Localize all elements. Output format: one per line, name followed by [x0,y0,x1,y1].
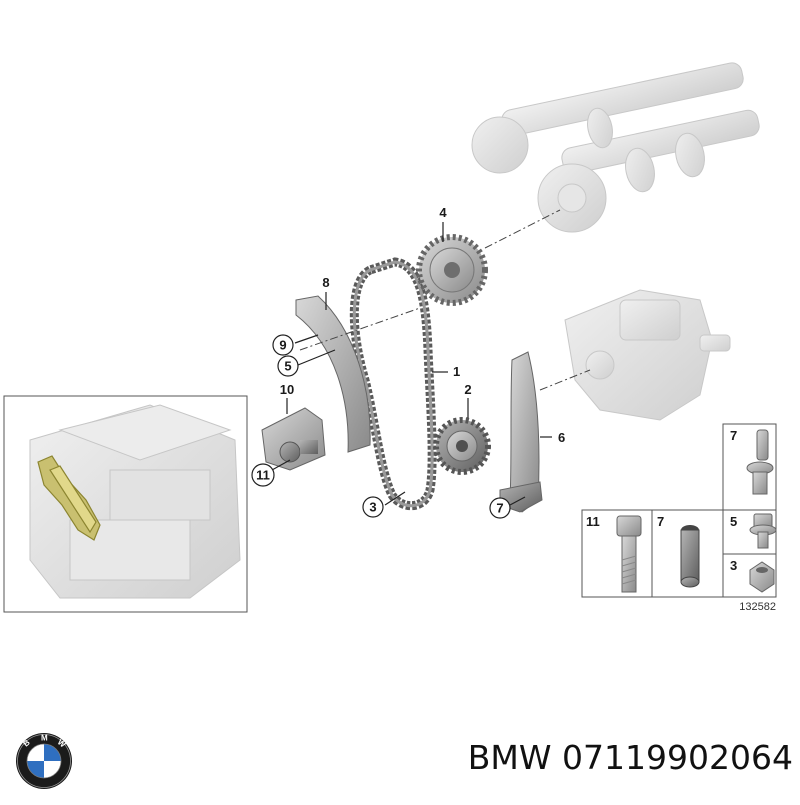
timing-chain-highlight [37,455,101,541]
circled-callout-3: 3 [362,496,384,518]
stud-bolt-icon [746,429,774,495]
callout-1: 1 [453,364,460,379]
callout-10: 10 [280,382,294,397]
engine-inset-frame [3,395,248,613]
legend-label-7-top: 7 [730,428,737,443]
circled-callout-11: 11 [251,463,275,487]
drawing-number: 132582 [739,601,776,613]
guide-rail [499,351,543,513]
tensioning-rail [295,295,371,453]
legend-label-11: 11 [586,514,600,529]
engine-block-ghost [29,404,241,599]
svg-text:W: W [56,738,68,750]
svg-text:B: B [22,738,32,749]
brand-name: BMW [467,738,552,777]
callout-7: 7 [496,501,503,516]
part-number: 07119902064 [562,738,793,777]
callout-2: 2 [464,382,471,397]
timing-chain [349,257,437,511]
hex-nut-icon [749,561,775,593]
callout-6: 6 [558,430,565,445]
bmw-logo: B M W [16,733,72,789]
hex-bolt-icon [616,515,642,593]
svg-text:M: M [41,734,48,743]
circled-callout-9: 9 [272,334,294,356]
callout-9: 9 [279,338,286,353]
part-caption: BMW 07119902064 [408,738,793,777]
pump-ghost [564,289,731,421]
callout-8: 8 [322,275,329,290]
camshaft-ghost [471,62,760,233]
circled-callout-7: 7 [489,497,511,519]
legend-label-7-mid: 7 [657,514,664,529]
callout-5: 5 [284,359,291,374]
callout-4: 4 [439,205,447,220]
leader-lines [271,222,552,506]
axis-lines [299,209,591,391]
chain-tensioner [261,407,326,471]
circled-callout-5: 5 [277,355,299,377]
camshaft-sprocket [416,234,488,306]
legend-label-5: 5 [730,514,737,529]
flange-bolt-icon [749,513,777,549]
callout-11: 11 [256,468,270,483]
legend-label-3: 3 [730,558,737,573]
fastener-legend [581,423,777,598]
sleeve-icon [680,525,700,588]
callout-3: 3 [369,500,376,515]
crankshaft-sprocket [433,417,491,475]
